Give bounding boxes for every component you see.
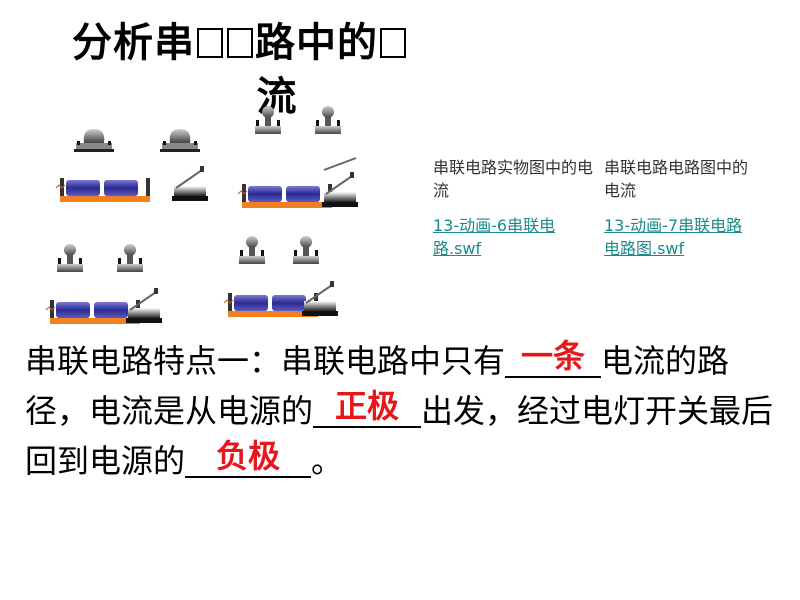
- answer-2: 正极: [335, 387, 400, 425]
- missing-glyph-box: [227, 28, 253, 58]
- sentence-part-4: 。: [311, 442, 344, 480]
- main-paragraph: 串联电路特点一：串联电路中只有一条电流的路径，电流是从电源的正极出发，经过电灯开…: [25, 336, 785, 486]
- page-title: 分析串路中的 流: [72, 18, 482, 122]
- missing-glyph-box: [197, 28, 223, 58]
- missing-glyph-box: [380, 28, 406, 58]
- answer-blank-3: 负极: [185, 437, 312, 478]
- sentence-part-1: 串联电路特点一：串联电路中只有: [25, 342, 506, 380]
- sentence-part-3: 出发，经过电灯开关最后回到电源的: [25, 392, 774, 480]
- title-part2: 路中的: [255, 20, 378, 66]
- resource-desc-1: 串联电路实物图中的电流: [433, 158, 594, 200]
- title-part1: 分析串: [72, 20, 195, 66]
- resource-column-2: 串联电路电路图中的电流 13-动画-7串联电路电路图.swf: [604, 156, 754, 260]
- answer-blank-2: 正极: [313, 387, 422, 428]
- sentence-part-2: 电流的路径，电流是从电源的: [25, 342, 730, 430]
- animation-link-1[interactable]: 13-动画-6串联电路.swf: [433, 216, 556, 258]
- resource-desc-2: 串联电路电路图中的电流: [604, 158, 749, 200]
- answer-blank-1: 一条: [505, 337, 602, 378]
- resource-column-1: 串联电路实物图中的电流 13-动画-6串联电路.swf: [433, 156, 593, 260]
- answer-1: 一条: [521, 337, 586, 375]
- answer-3: 负极: [216, 437, 281, 475]
- animation-link-2[interactable]: 13-动画-7串联电路电路图.swf: [604, 216, 743, 258]
